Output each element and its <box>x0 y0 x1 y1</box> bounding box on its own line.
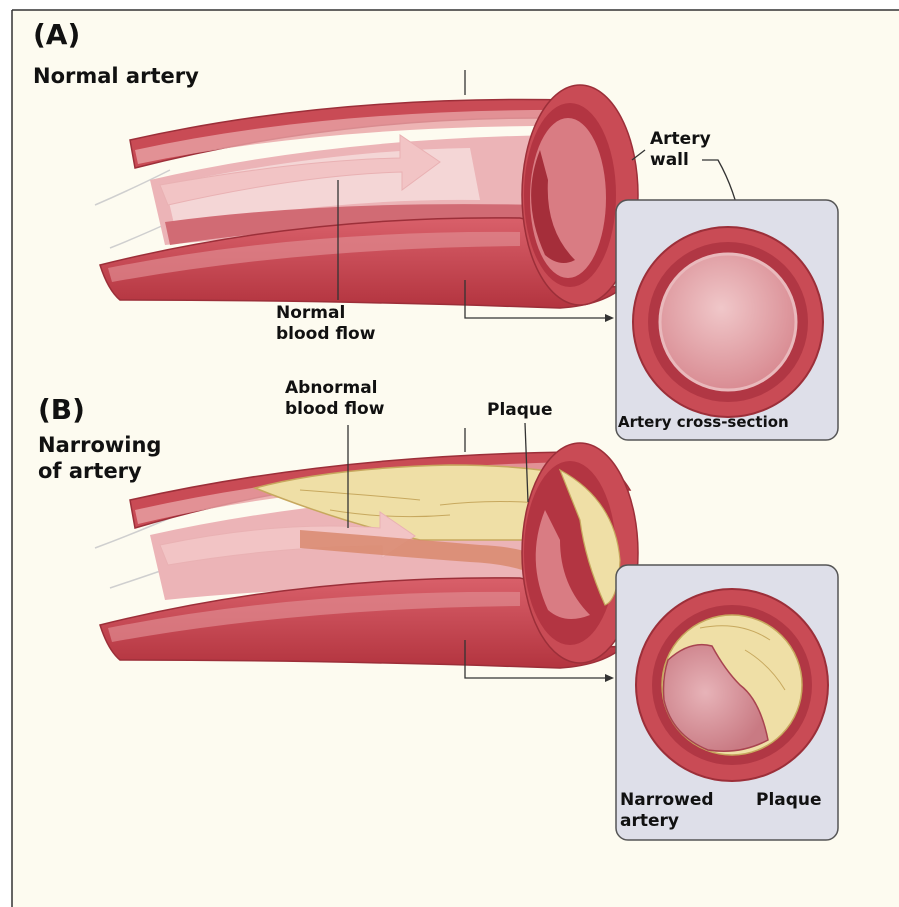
panel-a-title: Normal artery <box>33 63 199 89</box>
artery-wall-label: Artery wall <box>650 129 711 170</box>
normal-cross-section-lumen <box>660 254 796 390</box>
panel-b-title: Narrowing of artery <box>38 432 161 485</box>
panel-a-letter: (A) <box>33 18 80 51</box>
panel-b-letter: (B) <box>38 393 85 426</box>
normal-blood-flow-label: Normal blood flow <box>276 303 375 344</box>
inset-cross-section-normal <box>616 200 838 440</box>
plaque-label-bottom: Plaque <box>756 790 822 811</box>
artery-cross-section-label: Artery cross-section <box>618 414 789 432</box>
plaque-label-top: Plaque <box>487 400 553 421</box>
abnormal-blood-flow-label: Abnormal blood flow <box>285 378 384 419</box>
narrowed-artery-label: Narrowed artery <box>620 790 714 831</box>
